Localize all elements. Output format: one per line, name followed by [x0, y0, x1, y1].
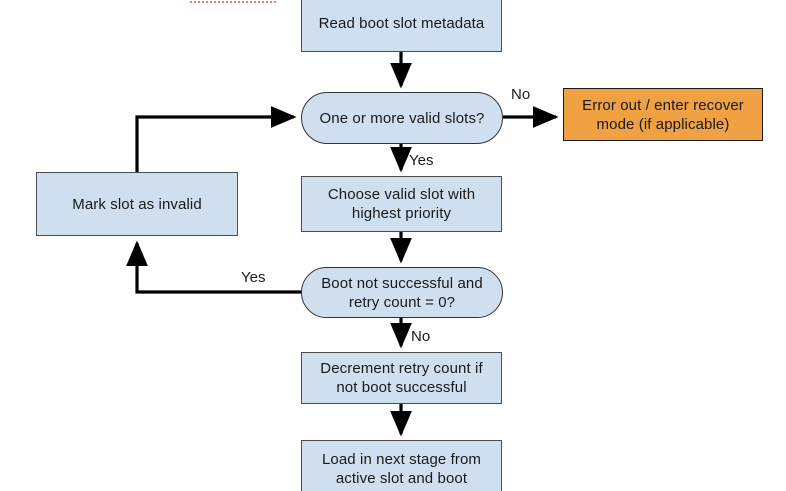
node-load-next-stage-active-slot[interactable]: Load in next stage from active slot and … — [301, 440, 502, 491]
edge-mark-invalid-to-valid-slots — [135, 106, 297, 172]
node-decrement-retry-count[interactable]: Decrement retry count if not boot succes… — [301, 352, 502, 404]
node-one-or-more-valid-slots[interactable]: One or more valid slots? — [301, 92, 503, 144]
node-label: Read boot slot metadata — [318, 14, 485, 32]
node-boot-not-successful-retry-count-zero[interactable]: Boot not successful and retry count = 0? — [301, 267, 503, 318]
edge-boot-check-to-mark-invalid — [126, 240, 301, 294]
node-mark-slot-as-invalid[interactable]: Mark slot as invalid — [36, 172, 238, 236]
node-choose-valid-slot-highest-priority[interactable]: Choose valid slot with highest priority — [301, 176, 502, 232]
red-dotted-marker — [190, 1, 276, 3]
node-label: Load in next stage from active slot and … — [321, 451, 482, 487]
edge-label-yes-retry-exhausted: Yes — [241, 269, 266, 286]
node-label: One or more valid slots? — [319, 109, 485, 127]
node-label: Error out / enter recover mode (if appli… — [582, 96, 744, 133]
node-label: Boot not successful and retry count = 0? — [321, 274, 483, 311]
node-error-out-enter-recover-mode[interactable]: Error out / enter recover mode (if appli… — [563, 88, 763, 141]
node-read-boot-slot-metadata[interactable]: Read boot slot metadata — [301, 0, 502, 52]
edge-label-yes-valid-slots: Yes — [409, 152, 434, 169]
node-label: Mark slot as invalid — [72, 195, 202, 213]
node-label: Choose valid slot with highest priority — [327, 186, 476, 222]
edge-label-no-retry-remaining: No — [411, 328, 431, 345]
edge-label-no-valid-slots: No — [511, 86, 531, 103]
node-label: Decrement retry count if not boot succes… — [320, 360, 483, 396]
